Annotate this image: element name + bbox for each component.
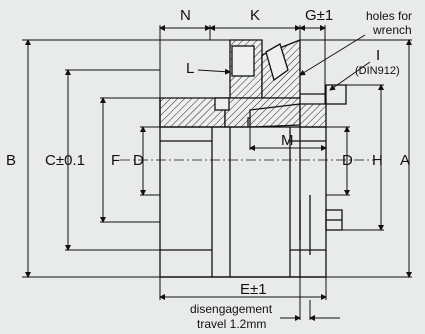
label-e: E±1	[240, 281, 267, 298]
label-a: A	[400, 152, 411, 169]
label-d-right: D	[342, 152, 353, 169]
label-h: H	[372, 152, 383, 169]
label-m: M	[281, 132, 294, 149]
label-holes-line1: holes for	[366, 9, 413, 23]
label-holes-line2: wrench	[373, 23, 412, 37]
label-k: K	[250, 7, 261, 24]
label-b: B	[6, 152, 17, 169]
label-g: G±1	[305, 7, 334, 24]
label-f: F	[111, 152, 121, 169]
label-disengagement-line1: disengagement	[190, 302, 273, 316]
label-i: I	[376, 47, 381, 64]
dimension-lines	[22, 25, 412, 321]
label-disengagement-line2: travel 1.2mm	[197, 317, 267, 331]
coupling-body	[159, 39, 347, 278]
label-c: C±0.1	[45, 152, 85, 169]
label-din: (DIN912)	[355, 65, 400, 77]
label-n: N	[180, 7, 191, 24]
label-d-left: D	[133, 152, 144, 169]
label-l: L	[186, 60, 195, 77]
